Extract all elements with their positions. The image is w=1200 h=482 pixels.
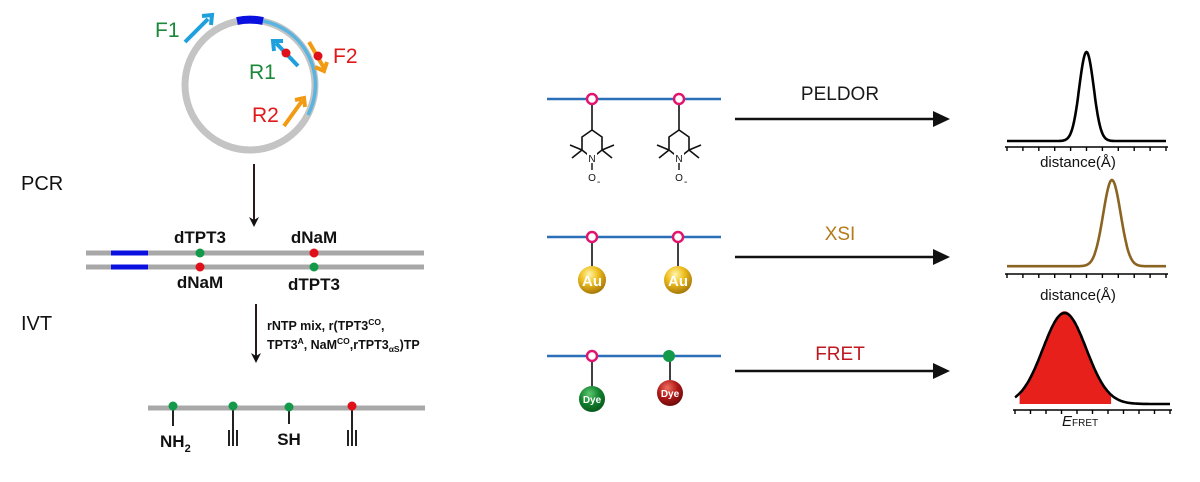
plasmid-amplicon bbox=[262, 19, 318, 116]
reagent-text: , bbox=[381, 319, 384, 333]
dtpt3-dot bbox=[195, 248, 205, 258]
fret-gaussian-fit bbox=[1014, 311, 1170, 406]
fret-chart: EFRET bbox=[1013, 311, 1172, 430]
base-label: dNaM bbox=[291, 228, 337, 247]
dye-label: Dye bbox=[583, 395, 602, 406]
primer-f1: F1 bbox=[155, 12, 215, 44]
gold-nanoparticle bbox=[578, 266, 606, 294]
xsi-construct: Au Au bbox=[547, 230, 721, 294]
labeling-site-filled bbox=[663, 350, 675, 362]
arrowhead-icon bbox=[933, 111, 950, 127]
xsi-distribution-curve bbox=[1007, 178, 1166, 268]
x-axis-ticks bbox=[1006, 274, 1167, 278]
plasmid: F1 R1 F2 R2 bbox=[155, 12, 358, 154]
step-label-ivt: IVT bbox=[21, 313, 52, 335]
arrowhead-icon bbox=[933, 363, 950, 379]
gold-label: Au bbox=[668, 273, 688, 290]
modified-base-dot bbox=[228, 401, 238, 411]
charge: - bbox=[597, 177, 600, 188]
reagent-text: )TP bbox=[400, 338, 420, 352]
fret-histogram-area bbox=[1019, 311, 1112, 404]
step-label-pcr: PCR bbox=[21, 173, 63, 195]
x-axis-ticks bbox=[1006, 147, 1167, 151]
nitroxide-label-2: N O - bbox=[656, 103, 702, 188]
primer-label-f1: F1 bbox=[155, 19, 180, 42]
method-label-xsi: XSI bbox=[825, 224, 856, 245]
donor-dye bbox=[579, 386, 605, 412]
modified-base-dot bbox=[284, 402, 294, 412]
arrowhead-icon bbox=[933, 249, 950, 265]
x-axis-label: EFRET bbox=[1062, 413, 1098, 430]
reagent-sub: αS bbox=[389, 344, 400, 354]
unnatural-base-dot bbox=[313, 51, 323, 61]
primer-f2: F2 bbox=[307, 41, 358, 74]
dtpt3-dot bbox=[309, 262, 319, 272]
method-label-fret: FRET bbox=[815, 344, 865, 365]
primer-r2: R2 bbox=[252, 95, 307, 128]
base-label: dTPT3 bbox=[174, 228, 226, 247]
modified-base-dot bbox=[347, 401, 357, 411]
svg-text:rNTP mix, r(TPT3CO,: rNTP mix, r(TPT3CO, bbox=[267, 317, 384, 333]
method-label-peldor: PELDOR bbox=[801, 84, 879, 105]
gold-label: Au bbox=[582, 273, 602, 290]
labeling-site-ring bbox=[585, 349, 599, 363]
ivt-reagents: rNTP mix, r(TPT3CO, TPT3A, NaMCO,rTPT3αS… bbox=[267, 317, 420, 354]
unnatural-base-dot bbox=[281, 48, 291, 58]
dna-duplex: dTPT3 dNaM dNaM dTPT3 bbox=[86, 228, 424, 294]
dnam-dot bbox=[195, 262, 205, 272]
rna-product: NH2 SH bbox=[148, 401, 425, 455]
base-label: dTPT3 bbox=[288, 275, 340, 294]
primer-label-f2: F2 bbox=[333, 45, 358, 68]
acceptor-dye bbox=[657, 380, 683, 406]
reagent-text: rNTP mix, r(TPT3 bbox=[267, 319, 368, 333]
labeling-site-ring bbox=[585, 92, 599, 106]
gold-nanoparticle bbox=[664, 266, 692, 294]
reagent-text: , NaM bbox=[304, 338, 337, 352]
plasmid-insert bbox=[236, 15, 264, 25]
primer-label-r2: R2 bbox=[252, 104, 279, 127]
thiol-label: SH bbox=[277, 430, 301, 449]
x-axis-label: distance(Å) bbox=[1040, 154, 1116, 171]
nitrogen-atom: N bbox=[675, 154, 682, 165]
base-label: dNaM bbox=[177, 273, 223, 292]
reagent-sup: CO bbox=[368, 317, 381, 327]
modified-base-dot bbox=[168, 401, 178, 411]
nitrogen-atom: N bbox=[588, 154, 595, 165]
nitroxide-label-1: N O - bbox=[569, 103, 615, 188]
reagent-text: ,rTPT3 bbox=[350, 338, 389, 352]
charge: - bbox=[684, 177, 687, 188]
x-axis-label: distance(Å) bbox=[1040, 287, 1116, 304]
oxygen-atom: O bbox=[675, 173, 683, 184]
xsi-chart: distance(Å) bbox=[1005, 178, 1168, 304]
amine-label: NH2 bbox=[160, 432, 191, 455]
reagent-text: TPT3 bbox=[267, 338, 298, 352]
peldor-chart: distance(Å) bbox=[1005, 50, 1168, 171]
x-axis-ticks bbox=[1014, 410, 1171, 414]
primer-r1: R1 bbox=[249, 39, 300, 84]
dnam-dot bbox=[309, 248, 319, 258]
peldor-construct: N O - N O - bbox=[547, 92, 721, 188]
alkyne-icon bbox=[228, 430, 238, 446]
svg-text:TPT3A, NaMCO,rTPT3αS)TP: TPT3A, NaMCO,rTPT3αS)TP bbox=[267, 336, 420, 354]
reagent-sup: A bbox=[298, 336, 304, 346]
peldor-distribution-curve bbox=[1007, 50, 1166, 143]
alkyne-icon bbox=[347, 430, 357, 446]
dye-label: Dye bbox=[661, 389, 680, 400]
labeling-site-ring bbox=[671, 230, 685, 244]
primer-label-r1: R1 bbox=[249, 61, 276, 84]
labeling-site-ring bbox=[672, 92, 686, 106]
reagent-sup: CO bbox=[337, 336, 350, 346]
fret-construct: Dye Dye bbox=[547, 349, 721, 412]
oxygen-atom: O bbox=[588, 173, 596, 184]
labeling-site-ring bbox=[585, 230, 599, 244]
